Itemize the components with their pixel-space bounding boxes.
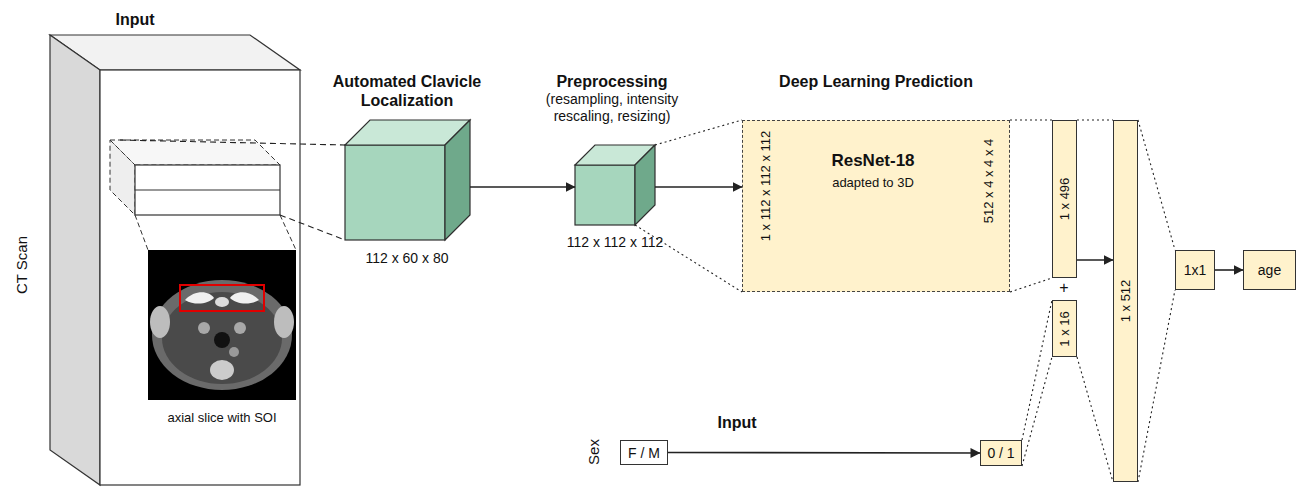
network-note: adapted to 3D	[832, 175, 914, 191]
concat-sign: +	[1059, 280, 1068, 296]
arrow-line	[470, 186, 575, 188]
output-shape: 512 x 4 x 4 x 4	[981, 139, 997, 224]
arrow-line	[1077, 259, 1113, 261]
sex-encoding: 0 / 1	[987, 445, 1014, 462]
vessel	[229, 347, 239, 357]
layer-size: 1x1	[1184, 262, 1207, 279]
trachea	[214, 332, 230, 348]
zoom-line	[135, 215, 148, 250]
clavicle	[230, 292, 259, 303]
projection-line	[1077, 357, 1113, 482]
output-name: age	[1258, 262, 1281, 279]
projection-line	[1138, 290, 1175, 482]
dimension: 112 x 60 x 80	[365, 250, 448, 267]
projection-line	[1022, 300, 1052, 440]
connector	[668, 452, 980, 454]
arrow-line	[655, 186, 742, 188]
output-layer: 1x1	[1175, 250, 1215, 290]
sternum	[215, 297, 229, 307]
connector	[1077, 120, 1113, 260]
bar-size: 1 x 496	[1057, 178, 1073, 221]
connector	[470, 187, 575, 188]
cube-side	[635, 145, 655, 225]
connector	[1215, 270, 1243, 271]
arrow-line	[668, 452, 980, 454]
connector	[1022, 300, 1052, 466]
projection-line	[1138, 120, 1175, 250]
projection-line	[1077, 119, 1113, 120]
projection-line	[1022, 357, 1052, 466]
encoding-box: 0 / 1	[980, 440, 1022, 466]
slab-front	[135, 165, 280, 215]
projection-line	[1010, 278, 1052, 292]
shoulder-bone	[274, 306, 294, 338]
network-box: 1 x 112 x 112 x 112 ResNet-18 adapted to 3…	[742, 120, 1010, 292]
step-note: (resampling, intensity rescaling, resizi…	[537, 91, 687, 125]
volume-front	[100, 70, 300, 485]
cube-front	[575, 165, 635, 225]
sex-values: F / M	[628, 444, 660, 461]
bar-size: 1 x 512	[1118, 280, 1134, 323]
feature-bar: 1 x 512	[1113, 120, 1138, 482]
soi-box	[180, 285, 264, 311]
ct-volume: InputCT Scanaxial slice with SOI	[50, 35, 300, 485]
feature-bar: 1 x 496	[1052, 120, 1077, 278]
connector	[1138, 120, 1175, 482]
crop-side	[445, 120, 470, 240]
clavicle	[185, 292, 214, 303]
vessel	[198, 322, 210, 334]
volume-side	[50, 35, 100, 485]
input-heading: Input	[115, 10, 154, 29]
input-box: F / M	[620, 440, 668, 465]
network-name: ResNet-18	[831, 151, 914, 171]
projection-line	[280, 215, 345, 240]
output-box: age	[1243, 250, 1296, 290]
clavicle-volume: Automated Clavicle Localization112 x 60 …	[345, 120, 470, 240]
connector	[635, 120, 742, 292]
bar-size: 1 x 16	[1057, 311, 1073, 346]
preprocessed-volume: Preprocessing(resampling, intensity resc…	[575, 145, 655, 225]
connector	[120, 140, 345, 240]
crop-front	[345, 145, 445, 240]
arrow-line	[1215, 269, 1243, 271]
vertebra	[210, 360, 234, 380]
connector	[1077, 357, 1113, 482]
sex-label: Sex	[585, 439, 603, 465]
shoulder-bone	[150, 306, 170, 338]
input-heading: Input	[717, 413, 756, 432]
section-heading: Deep Learning Prediction	[779, 72, 973, 91]
dimension: 112 x 112 x 112	[567, 234, 664, 251]
projection-line	[1010, 119, 1052, 120]
slab-side	[110, 140, 135, 215]
projection-line	[120, 140, 345, 145]
step-heading: Preprocessing	[556, 72, 667, 91]
vessel	[234, 322, 246, 334]
feature-bar: 1 x 16	[1052, 300, 1077, 357]
ct-scan-label: CT Scan	[13, 236, 31, 294]
slab-top	[110, 140, 280, 165]
slice-caption: axial slice with SOI	[167, 410, 276, 426]
input-shape: 1 x 112 x 112 x 112	[758, 131, 774, 242]
step-heading: Automated Clavicle Localization	[322, 72, 492, 110]
body-outline	[152, 280, 292, 390]
ct-slice	[148, 250, 296, 400]
connector	[1010, 120, 1052, 292]
slice-line	[135, 189, 280, 190]
